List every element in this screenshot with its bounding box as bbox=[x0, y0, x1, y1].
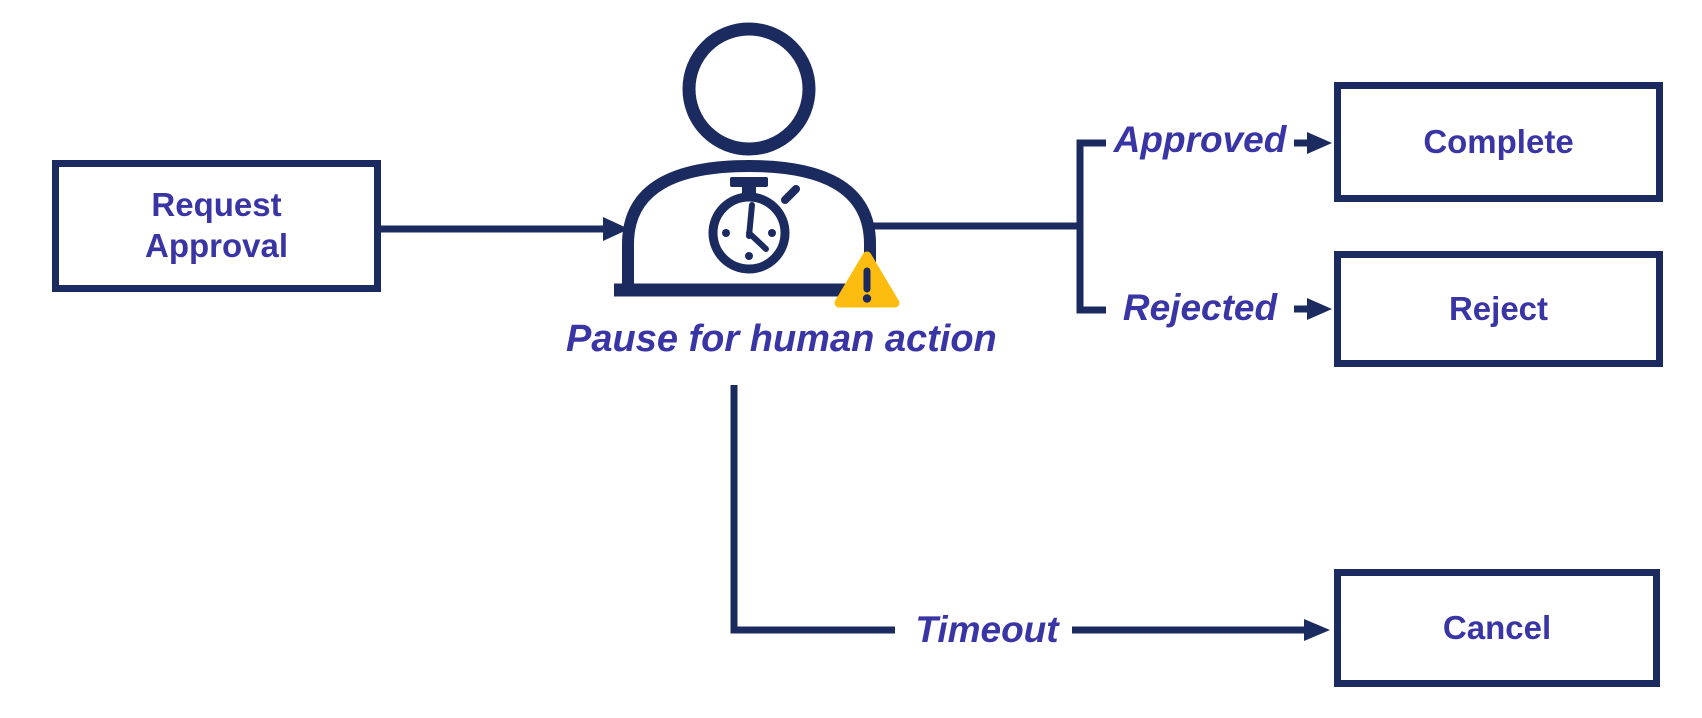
node-cancel: Cancel bbox=[1334, 569, 1660, 687]
edge-pause-to-branch bbox=[868, 139, 1106, 314]
edge-label-approved: Approved bbox=[1113, 119, 1287, 160]
edge-label-rejected: Rejected bbox=[1122, 287, 1278, 328]
edge-approved-arrow bbox=[1294, 132, 1332, 154]
edge-rejected-arrow bbox=[1294, 298, 1332, 320]
stopwatch-icon bbox=[708, 177, 800, 274]
node-reject: Reject bbox=[1334, 251, 1663, 367]
node-request-approval: Request Approval bbox=[52, 160, 381, 292]
node-reject-label: Reject bbox=[1448, 289, 1549, 327]
node-complete: Complete bbox=[1334, 82, 1663, 202]
edge-label-timeout: Timeout bbox=[915, 609, 1059, 650]
node-request-approval-label: Request Approval bbox=[144, 186, 289, 264]
node-cancel-label: Cancel bbox=[1442, 608, 1552, 646]
pause-annotation: Pause for human action bbox=[566, 318, 997, 360]
node-complete-label: Complete bbox=[1423, 122, 1574, 160]
edge-timeout-arrow bbox=[730, 385, 1330, 641]
warning-triangle-icon bbox=[834, 251, 900, 308]
edge-request-to-pause bbox=[381, 217, 629, 241]
